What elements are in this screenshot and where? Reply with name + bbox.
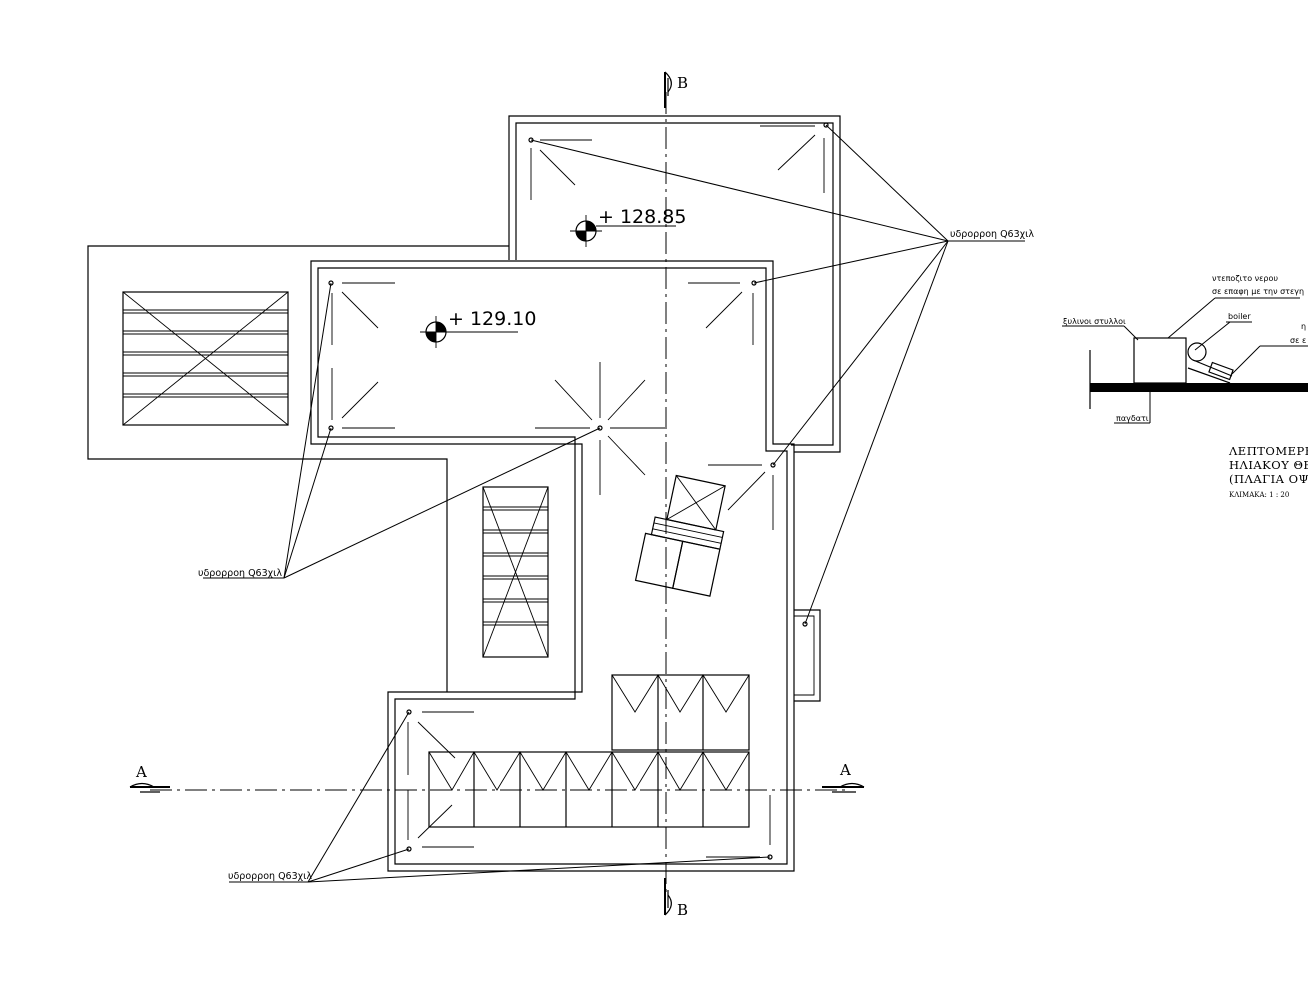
roof-slope-lines	[331, 125, 825, 858]
detail-title-line2: ΗΛΙΑΚΟΥ ΘΕ	[1229, 458, 1308, 472]
section-a-right-arrow	[822, 782, 865, 793]
detail-title-line3: (ΠΛΑΓΙΑ ΟΨ	[1229, 472, 1308, 486]
detail-label-cut-1: η	[1301, 322, 1306, 331]
section-a-left-label: A	[135, 763, 147, 781]
downpipe-label-south: υδρορροη Q63χιλ	[228, 871, 312, 882]
solar-heater-detail	[1062, 297, 1308, 424]
section-b-bottom-label: B	[677, 901, 688, 919]
central-stair-block	[482, 486, 549, 658]
detail-label-tank: ντεποζιτο νερου	[1212, 274, 1278, 283]
section-a-left-arrow	[129, 782, 170, 793]
elevation-main-text: + 129.10	[448, 308, 536, 330]
elevation-marker-upper	[570, 215, 676, 247]
detail-scale: ΚΛΙΜΑΚΑ: 1 : 20	[1229, 491, 1289, 499]
section-axes	[150, 92, 845, 895]
detail-title-line1: ΛΕΠΤΟΜΕΡΕ	[1228, 444, 1308, 458]
detail-label-tank-contact: σε επαφη με την στεγη	[1212, 287, 1304, 296]
section-b-top-arrow	[664, 71, 672, 108]
detail-label-posts: ξυλινοι στυλλοι	[1063, 317, 1126, 326]
detail-label-boiler: boiler	[1228, 312, 1251, 321]
building-outline	[87, 115, 841, 872]
solar-panels-upper	[611, 674, 750, 751]
section-a-right-label: A	[839, 761, 851, 779]
leader-lines	[203, 124, 1025, 883]
west-stair-block	[122, 291, 289, 426]
downpipe-label-east: υδρορροη Q63χιλ	[950, 229, 1034, 240]
elevation-marker-main	[420, 316, 518, 348]
elevation-upper-text: + 128.85	[598, 206, 686, 228]
section-b-top-label: B	[677, 74, 688, 92]
downpipe-points	[328, 122, 829, 860]
detail-label-frost: παγδατι	[1116, 414, 1149, 423]
detail-label-cut-2: σε ε	[1290, 336, 1306, 345]
section-b-bottom-arrow	[664, 878, 672, 916]
solar-water-heater	[634, 474, 726, 597]
downpipe-label-west: υδρορροη Q63χιλ	[198, 568, 282, 579]
